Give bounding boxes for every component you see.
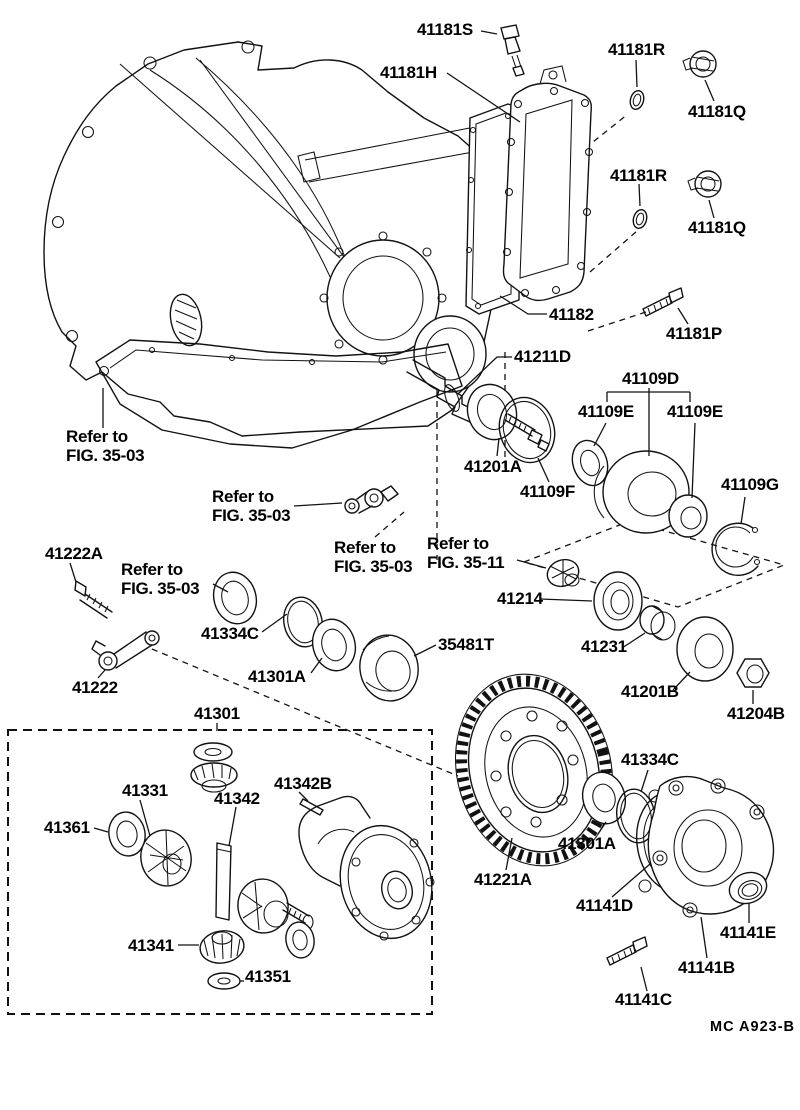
bolt-41141C-drawing xyxy=(606,936,648,966)
oil-pan-drawing xyxy=(95,339,463,449)
diagram-code: MC A923-B xyxy=(710,1019,796,1035)
diff-side-cover-group-drawing xyxy=(581,771,775,918)
differential-internals-drawing xyxy=(108,742,435,990)
ring-gear-drawing xyxy=(454,673,614,867)
speed-sensor-drawing xyxy=(500,24,525,77)
transmission-case-drawing xyxy=(297,91,495,433)
plug-41181Q-lower-drawing xyxy=(687,170,722,198)
side-cover-plate-drawing xyxy=(502,65,594,302)
oring-41181R-upper-drawing xyxy=(629,89,645,111)
speedo-gear-group-drawing xyxy=(546,558,770,688)
output-shaft-drawing xyxy=(406,359,556,464)
leader-lines xyxy=(69,30,754,992)
oring-41181R-lower-drawing xyxy=(632,208,648,230)
bolt-41181P-drawing xyxy=(642,287,684,317)
control-lever-group-drawing xyxy=(74,485,419,702)
plug-41181Q-upper-drawing xyxy=(682,50,717,78)
bearing-set-drawing xyxy=(571,439,761,576)
bell-housing-drawing xyxy=(43,40,389,437)
